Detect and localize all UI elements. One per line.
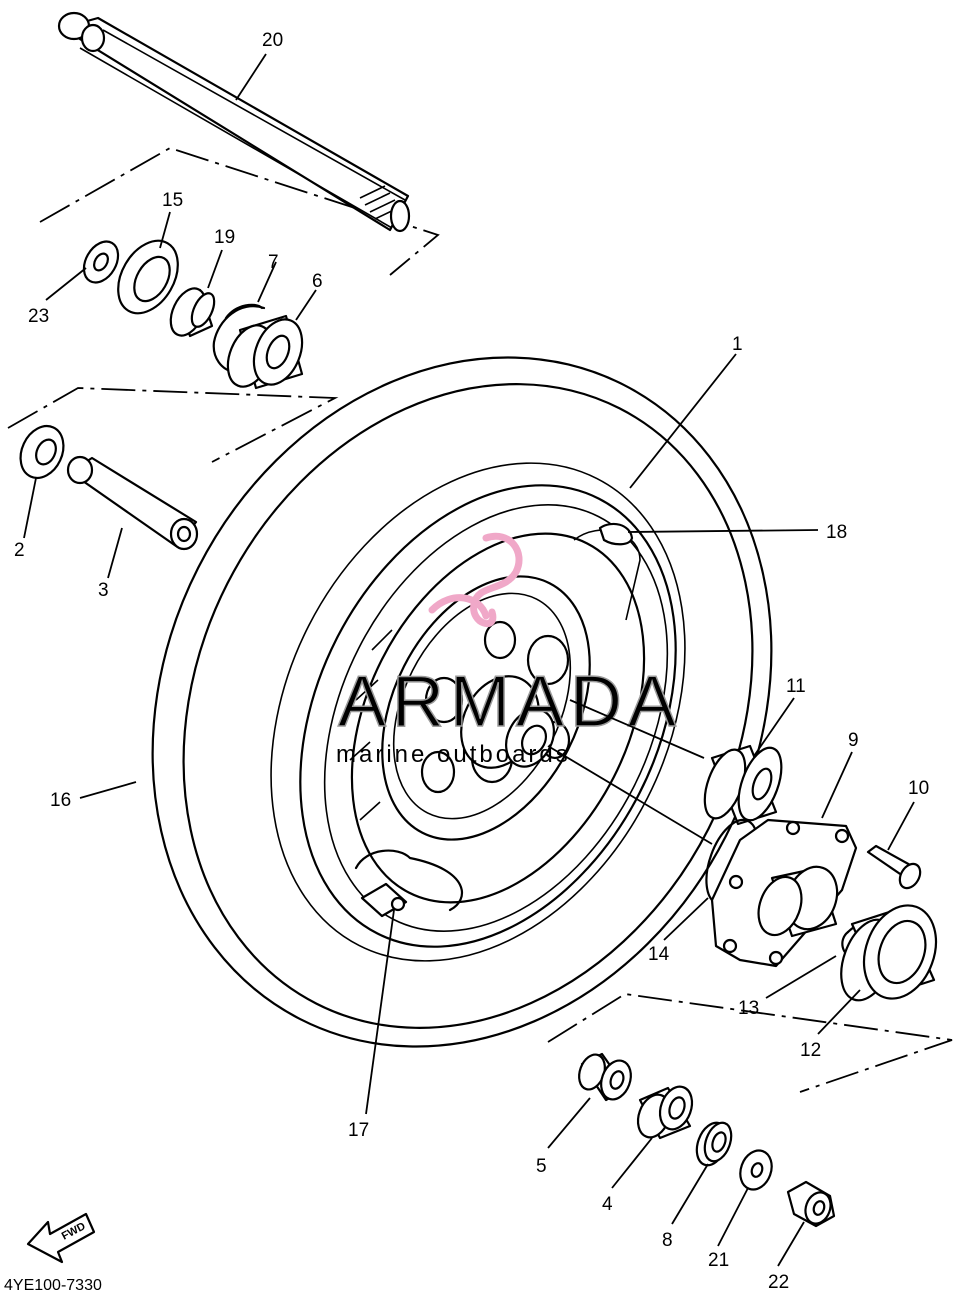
callout-22: 22 (768, 1272, 789, 1293)
bearing-part-8 (695, 1121, 733, 1167)
spacer-parts-frame (7, 387, 339, 463)
callout-11: 11 (786, 676, 806, 697)
callout-19: 19 (214, 227, 235, 248)
bearing-part-19 (169, 287, 216, 338)
leader-lines (23, 53, 915, 1267)
part-code: 4YE100-7330 (4, 1277, 102, 1293)
callout-17: 17 (348, 1120, 369, 1141)
valve-part-17 (360, 882, 408, 918)
upper-parts-frame (39, 147, 440, 276)
callout-4: 4 (602, 1194, 613, 1215)
callout-9: 9 (848, 730, 859, 751)
callout-21: 21 (708, 1250, 729, 1271)
watermark-logo-icon (428, 532, 523, 627)
axle-part-20 (57, 11, 411, 233)
callout-12: 12 (800, 1040, 821, 1061)
bolt-part-10 (866, 844, 922, 890)
oil-seal-part-12 (840, 904, 938, 1002)
callout-8: 8 (662, 1230, 673, 1251)
callout-2: 2 (14, 540, 25, 561)
callout-23: 23 (28, 306, 49, 327)
forward-arrow-icon: FWD (26, 1212, 96, 1264)
collar-part-5 (578, 1052, 632, 1102)
clutch-hub-part-9 (710, 818, 858, 968)
callout-15: 15 (162, 190, 183, 211)
watermark-brand: ARMADA (338, 662, 682, 742)
bearing-part-6 (226, 314, 304, 390)
callout-14: 14 (648, 944, 670, 965)
callout-6: 6 (312, 271, 323, 292)
washer-part-21 (739, 1149, 773, 1191)
callout-1: 1 (732, 334, 743, 355)
wheel-tire-part-16 (151, 356, 773, 1048)
callout-20: 20 (262, 30, 283, 51)
balancer-weight-part-18 (598, 522, 634, 546)
callout-5: 5 (536, 1156, 547, 1177)
collar-part-4 (636, 1085, 694, 1140)
watermark: ARMADA marine outboards (336, 532, 682, 768)
callout-18: 18 (826, 522, 847, 543)
spacer-part-3 (66, 455, 199, 551)
washer-part-23 (82, 240, 120, 284)
collar-part-11 (703, 744, 783, 826)
callout-7: 7 (268, 252, 279, 273)
watermark-tagline: marine outboards (336, 741, 571, 768)
oil-seal-part-15 (117, 239, 179, 315)
callout-3: 3 (98, 580, 109, 601)
lower-parts-frame (547, 993, 953, 1093)
callout-labels: 20 15 19 7 6 23 2 3 1 18 11 9 10 16 14 1… (14, 30, 929, 1293)
nut-part-22 (786, 1180, 836, 1228)
wheel-rim-part-1 (349, 529, 646, 912)
callout-10: 10 (908, 778, 929, 799)
callout-13: 13 (738, 998, 759, 1019)
circlip-part-7 (212, 303, 266, 374)
collar-part-2 (19, 425, 65, 479)
callout-16: 16 (50, 790, 71, 811)
